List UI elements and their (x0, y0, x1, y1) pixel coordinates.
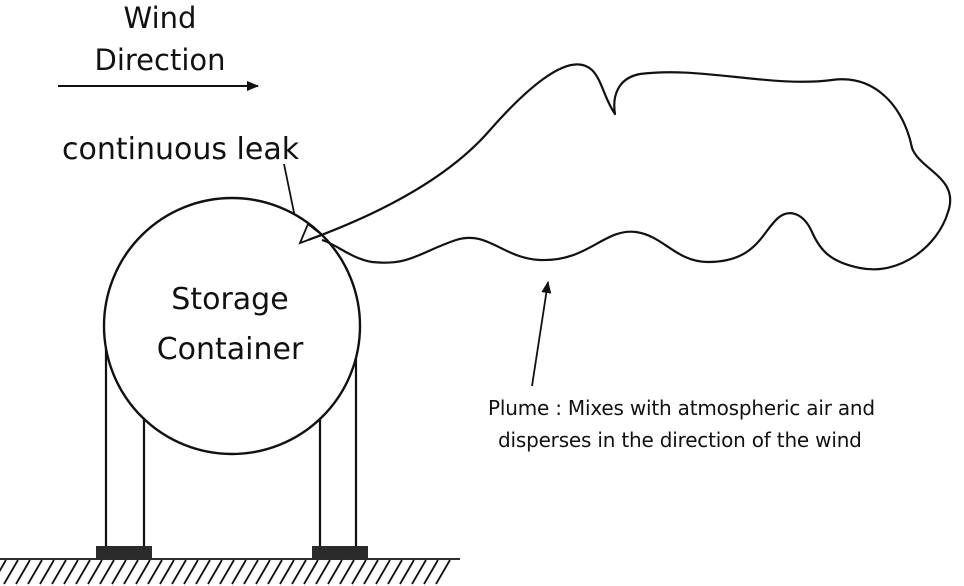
ground-hatch-mark (207, 559, 223, 585)
wind-direction-label-line-1: Wind (123, 1, 197, 35)
ground-hatch-mark (411, 559, 427, 585)
storage-container-tank (102, 196, 362, 456)
ground-hatch-mark (423, 559, 439, 585)
ground-hatch-mark (327, 559, 343, 585)
ground-hatch-mark (243, 559, 259, 585)
ground-hatch-mark (75, 559, 91, 585)
ground-hatching (0, 558, 460, 585)
plume-pointer-arrow (531, 281, 552, 387)
ground-hatch-mark (0, 559, 7, 573)
plume-note-line-2: disperses in the direction of the wind (498, 428, 862, 452)
ground-hatch-mark (231, 559, 247, 585)
ground-hatch-mark (39, 559, 55, 585)
ground-hatch-mark (123, 559, 139, 585)
ground-hatch-mark (315, 559, 331, 585)
tank-supports (104, 340, 358, 548)
ground-hatch-mark (15, 559, 31, 585)
ground-hatch-mark (183, 559, 199, 585)
storage-container-label-line-1: Storage (171, 282, 289, 317)
ground-hatch-mark (111, 559, 127, 585)
plume-note-line-1: Plume : Mixes with atmospheric air and (488, 396, 875, 420)
ground-hatch-mark (63, 559, 79, 585)
ground-hatch-mark (303, 559, 319, 585)
ground-hatch-mark (99, 559, 115, 585)
ground-hatch-mark (339, 559, 355, 585)
ground-hatch-mark (219, 559, 235, 585)
ground-hatch-mark (51, 559, 67, 585)
continuous-leak-label: continuous leak (62, 132, 300, 167)
ground-hatch-mark (27, 559, 43, 585)
ground-hatch-mark (387, 559, 403, 585)
storage-container-label-line-2: Container (156, 332, 304, 367)
ground-hatch-mark (267, 559, 283, 585)
ground-hatch-mark (159, 559, 175, 585)
ground-hatch-mark (87, 559, 103, 585)
ground-hatch-mark (147, 559, 163, 585)
right-foot-pad (312, 546, 368, 559)
ground-hatch-mark (279, 559, 295, 585)
ground-hatch-mark (255, 559, 271, 585)
ground-hatch-mark (399, 559, 415, 585)
ground-hatch-mark (3, 559, 19, 585)
wind-direction-label-line-2: Direction (94, 43, 226, 77)
ground-hatch-mark (375, 559, 391, 585)
ground-hatch-mark (363, 559, 379, 585)
ground-hatch-mark (351, 559, 367, 585)
ground-hatch-mark (135, 559, 151, 585)
ground-hatch-mark (291, 559, 307, 585)
left-foot-pad (96, 546, 152, 559)
ground-hatch-mark (435, 559, 451, 585)
plume-cloud-outline (307, 63, 952, 271)
ground-hatch-mark (171, 559, 187, 585)
ground-hatch-mark (195, 559, 211, 585)
